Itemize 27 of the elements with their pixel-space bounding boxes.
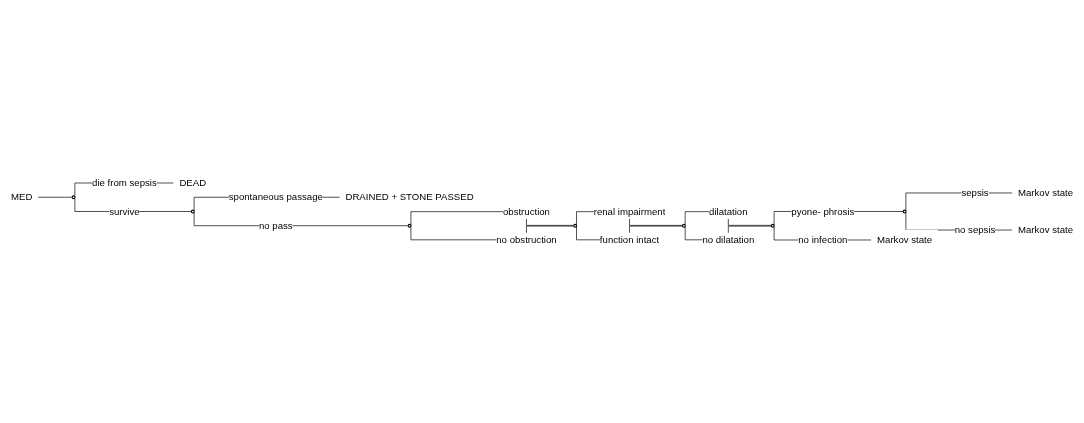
node-circle: [902, 209, 907, 214]
edge-label: no obstruction: [496, 233, 557, 245]
edge-label: obstruction: [502, 205, 550, 217]
node-circle: [407, 223, 412, 228]
edge-label: die from sepsis: [92, 177, 157, 189]
node-text: Markov state: [1017, 187, 1074, 199]
edge-label: no pass: [258, 219, 293, 231]
edge-label: no sepsis: [954, 224, 996, 236]
edge-label: dilatation: [709, 205, 748, 217]
connector: [37, 196, 73, 198]
node-text: MED: [10, 191, 33, 203]
edge-label: spontaneous passage: [228, 191, 323, 203]
node-text: Markov state: [1017, 224, 1074, 236]
edge-label: survive: [109, 205, 140, 217]
edge-label: sepsis: [961, 187, 989, 199]
node-text: DEAD: [179, 177, 207, 189]
node-circle: [681, 223, 686, 228]
node-circle: [573, 223, 578, 228]
edge-label: no dilatation: [702, 233, 755, 245]
edge-label: function intact: [599, 233, 660, 245]
node-circle: [71, 195, 76, 200]
node-text: DRAINED + STONE PASSED: [345, 191, 474, 203]
edge-label: renal impairment: [593, 205, 666, 217]
node-circle: [770, 223, 775, 228]
node-circle: [190, 209, 195, 214]
edge-label: no infection: [798, 234, 848, 246]
edge-label: pyone- phrosis: [791, 205, 855, 217]
